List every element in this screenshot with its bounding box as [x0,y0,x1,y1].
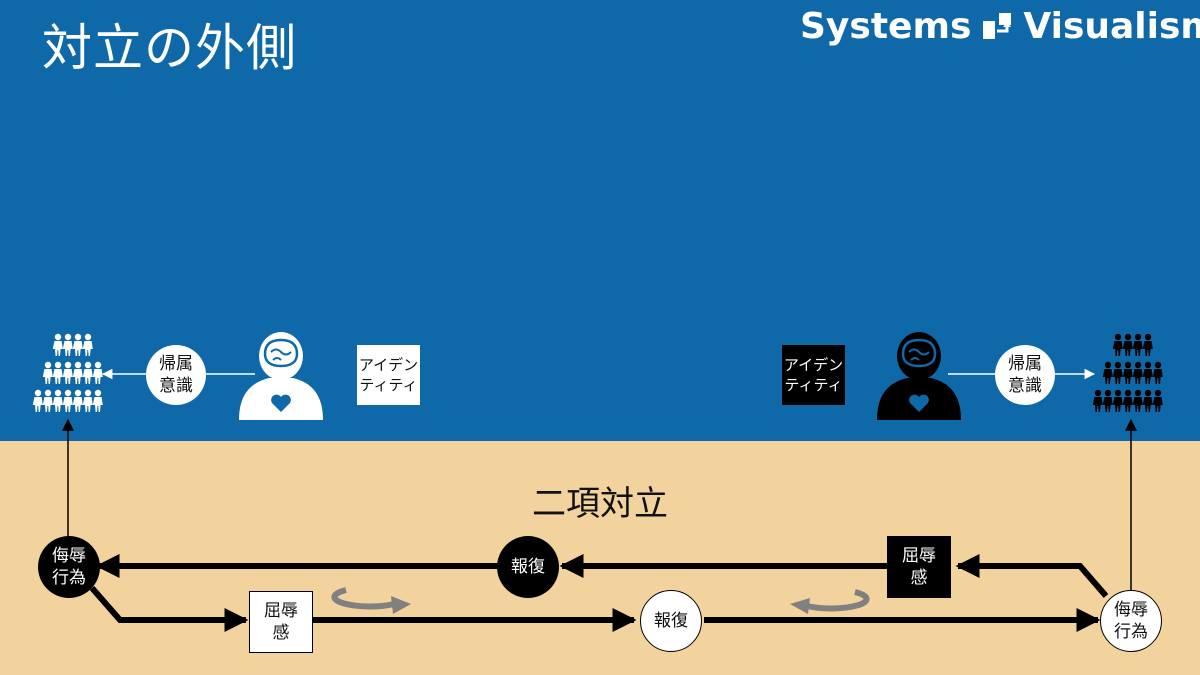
page-title: 対立の外側 [42,19,297,77]
right-identity-box: アイデン ティティ [782,345,845,405]
binary-opposition-region [0,441,1200,675]
binary-opposition-title: 二項対立 [532,484,668,524]
revenge-node-top: 報復 [497,536,559,598]
left-belonging-circle: 帰属 意識 [146,345,206,405]
left-identity-box: アイデン ティティ [357,345,420,405]
right-belonging-circle: 帰属 意識 [995,345,1055,405]
right-person-icon [877,332,961,420]
left-crowd-icon [32,333,103,412]
right-crowd-icon [1092,333,1163,412]
loop-arrow-insult-to-humiliation [89,586,249,632]
cycle-arrow-icon [331,587,411,614]
revenge-node-bottom: 報復 [640,590,702,652]
left-insult-act-node: 侮辱 行為 [38,536,100,598]
brand-logo: Systems Visualism [800,6,1200,47]
loop-arrow-right-to-humiliation [955,554,1109,598]
humiliation-node-top: 屈辱 感 [887,536,951,598]
left-person-icon [239,332,323,420]
right-insult-act-node: 侮辱 行為 [1100,590,1162,652]
brand-logo-icon [983,12,1012,39]
brand-word-left: Systems [800,6,972,47]
brand-word-right: Visualism [1023,6,1200,47]
humiliation-node-bottom: 屈辱 感 [249,591,313,653]
cycle-arrow-icon-right [790,589,870,614]
